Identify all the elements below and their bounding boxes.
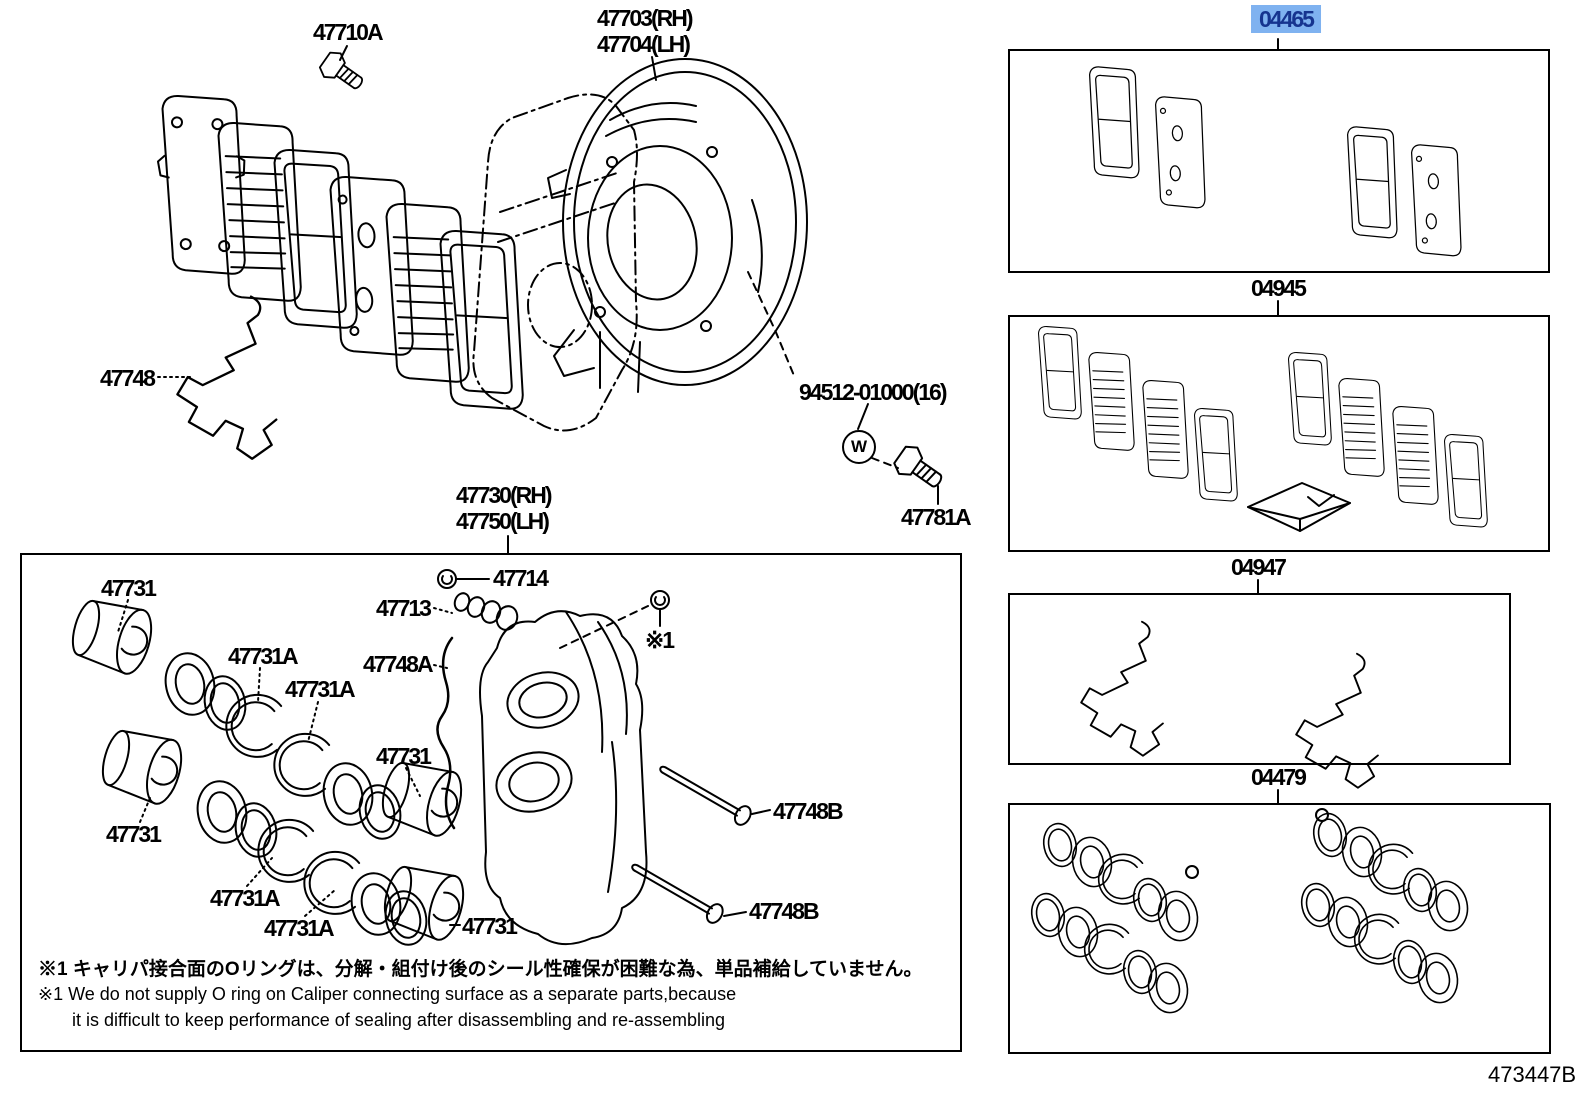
cylinder-kit-box bbox=[1008, 803, 1551, 1054]
label-piston-seal-1[interactable]: 47731A bbox=[228, 643, 299, 669]
label-bleeder-cap[interactable]: 47714 bbox=[493, 565, 549, 591]
label-piston-seal-3[interactable]: 47731A bbox=[210, 885, 281, 911]
label-pad-support-plate[interactable]: 47748 bbox=[100, 365, 156, 391]
label-dust-cover-lh[interactable]: 47704(LH) bbox=[597, 31, 691, 57]
washer-symbol: W bbox=[842, 430, 876, 464]
label-pad-kit: 04465 bbox=[1251, 5, 1321, 33]
cylinder-kit-contents-drawing bbox=[1027, 808, 1473, 1018]
piston-and-seal-chains-drawing bbox=[65, 592, 471, 950]
label-install-pin-2[interactable]: 47748B bbox=[749, 898, 820, 924]
note-english-line1: ※1 We do not supply O ring on Caliper co… bbox=[38, 984, 737, 1004]
label-union-bolt[interactable]: 47781A bbox=[901, 504, 972, 530]
label-piston-seal-2[interactable]: 47731A bbox=[285, 676, 356, 702]
label-shim-kit[interactable]: 04945 bbox=[1251, 275, 1307, 301]
label-piston-seal-4[interactable]: 47731A bbox=[264, 915, 335, 941]
union-bolt-drawing bbox=[889, 440, 950, 505]
label-piston-4[interactable]: 47731 bbox=[462, 913, 518, 939]
torque-plate-ghost-drawing bbox=[472, 93, 638, 432]
label-dust-cover-rh[interactable]: 47703(RH) bbox=[597, 5, 693, 31]
label-piston-2[interactable]: 47731 bbox=[376, 743, 432, 769]
label-note-ref: ※1 bbox=[645, 627, 675, 653]
label-install-pin-1[interactable]: 47748B bbox=[773, 798, 844, 824]
label-caliper-lh[interactable]: 47750(LH) bbox=[456, 508, 550, 534]
label-washer-bolt[interactable]: 94512-01000(16) bbox=[799, 379, 947, 405]
pad-kit-box bbox=[1008, 49, 1550, 273]
kit-label-ticks bbox=[1257, 38, 1279, 804]
label-bleeder-plug[interactable]: 47713 bbox=[376, 595, 432, 621]
note-japanese: ※1 キャリパ接合面のOリングは、分解・組付け後のシール性確保が困難な為、単品補… bbox=[38, 959, 923, 980]
caliper-overhaul-box bbox=[20, 553, 962, 1052]
dust-cover-drawing bbox=[547, 56, 808, 393]
label-fitting-bolt[interactable]: 47710A bbox=[313, 19, 384, 45]
install-pins-drawing bbox=[626, 758, 771, 927]
fitting-kit-box bbox=[1008, 593, 1511, 765]
label-piston-1[interactable]: 47731 bbox=[101, 575, 157, 601]
pad-support-plate-drawing bbox=[157, 294, 279, 461]
note-english-line2: it is difficult to keep performance of s… bbox=[72, 1010, 726, 1030]
washer-bolt-leaders bbox=[747, 271, 899, 469]
shim-kit-box bbox=[1008, 315, 1550, 552]
fitting-bolt-drawing bbox=[315, 45, 370, 98]
label-cylinder-kit[interactable]: 04479 bbox=[1251, 764, 1307, 790]
label-fitting-kit[interactable]: 04947 bbox=[1231, 554, 1287, 580]
pad-kit-number-highlighted[interactable]: 04465 bbox=[1251, 5, 1321, 33]
figure-code: 473447B bbox=[1488, 1062, 1577, 1087]
label-caliper-rh[interactable]: 47730(RH) bbox=[456, 482, 552, 508]
label-ring-fitting[interactable]: 47748A bbox=[363, 651, 434, 677]
label-piston-3[interactable]: 47731 bbox=[106, 821, 162, 847]
